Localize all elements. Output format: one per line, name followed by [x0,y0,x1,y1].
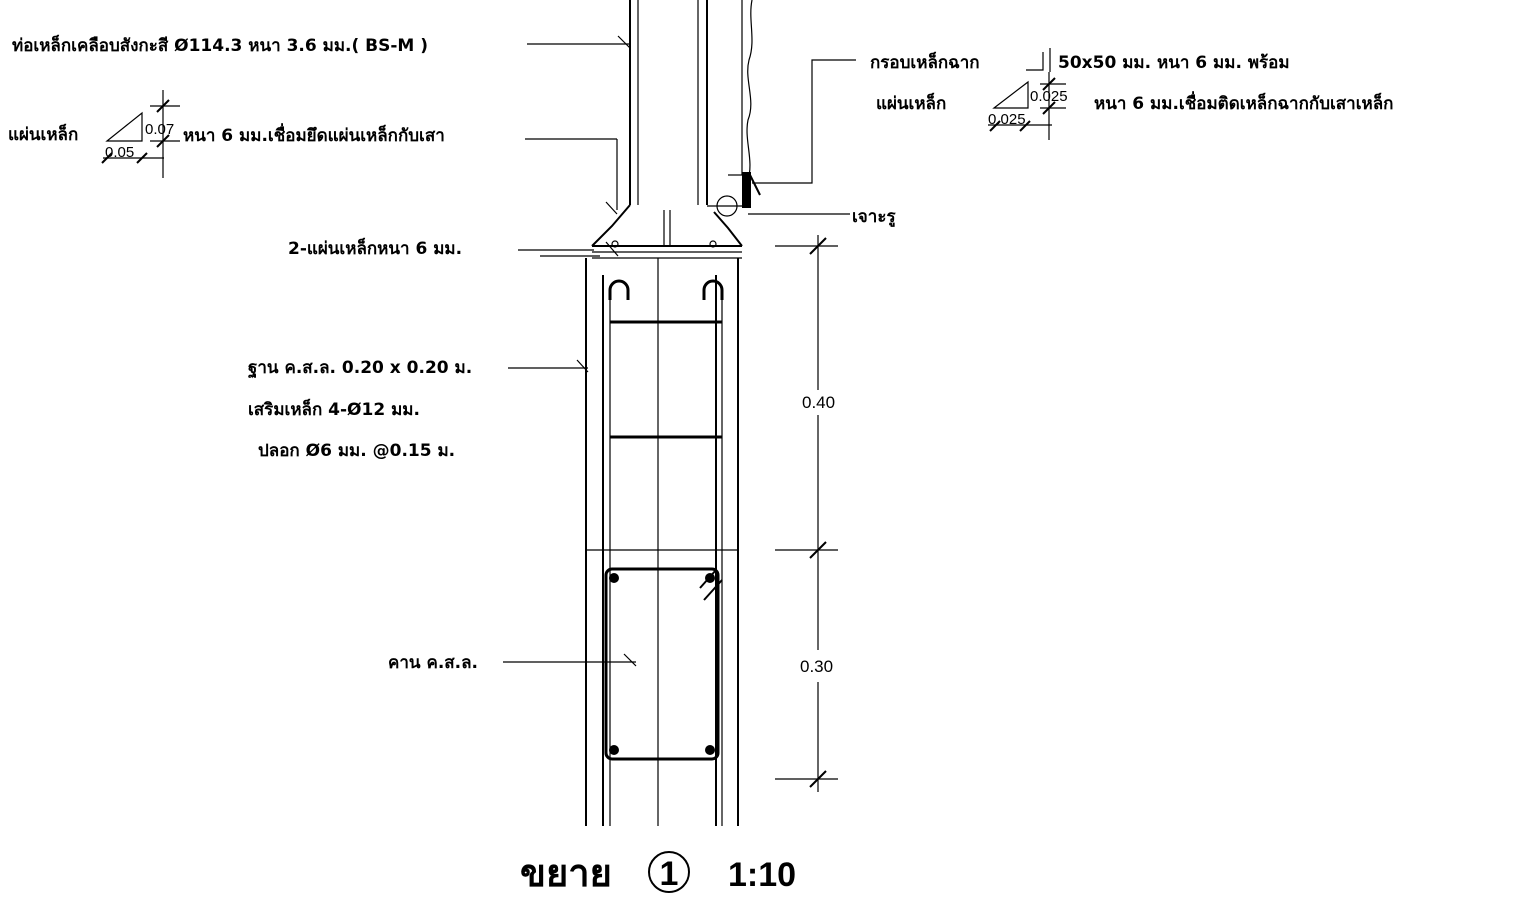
angle-frame-detail [707,172,761,217]
rc-footing [585,258,739,826]
frame-label-line2b: หนา 6 มม.เชื่อมติดเหล็กฉากกับเสาเหล็ก [1094,91,1393,114]
dimension-lines [775,235,838,792]
title-scale: 1:10 [728,856,796,894]
frame-label-line1b: 50x50 มม. หนา 6 มม. พร้อม [1058,53,1290,73]
base-label-line3: ปลอก Ø6 มม. @0.15 ม. [258,441,455,461]
dimension-upper: 0.40 [802,393,835,412]
steel-pipe [629,0,753,246]
plate-weld-horizontal: 0.05 [105,144,134,161]
frame-label-line2a: แผ่นเหล็ก [876,91,946,114]
pipe-label: ท่อเหล็กเคลือบสังกะสี Ø114.3 หนา 3.6 มม.… [12,33,428,56]
title-number: 1 [660,855,679,893]
plate-weld-vertical: 0.07 [145,121,174,138]
drill-label: เจาะรู [852,207,896,228]
dimension-lower: 0.30 [800,657,833,676]
beam-label: คาน ค.ส.ล. [388,653,478,673]
plate-label-a: แผ่นเหล็ก [8,122,78,145]
weld-symbol-plate [101,90,180,178]
two-plates-label: 2-แผ่นเหล็กหนา 6 มม. [288,236,462,259]
frame-label-line1a: กรอบเหล็กฉาก [870,50,980,73]
frame-weld-horizontal: 0.025 [988,111,1026,128]
title-word: ขยาย [520,851,612,895]
base-label-line1: ฐาน ค.ส.ล. 0.20 x 0.20 ม. [248,358,472,379]
frame-weld-vertical: 0.025 [1030,88,1068,105]
base-label-line2: เสริมเหล็ก 4-Ø12 มม. [248,397,420,420]
plate-label-b: หนา 6 มม.เชื่อมยึดแผ่นเหล็กกับเสา [183,123,445,146]
angle-symbol [1026,48,1051,72]
title-number-circle [648,851,690,893]
weld-symbol-frame [988,72,1066,140]
leader-lines [503,35,856,667]
drawing-title: ขยาย 1 1:10 [520,851,796,895]
base-plates [591,204,743,259]
rc-beam-section [604,567,723,761]
